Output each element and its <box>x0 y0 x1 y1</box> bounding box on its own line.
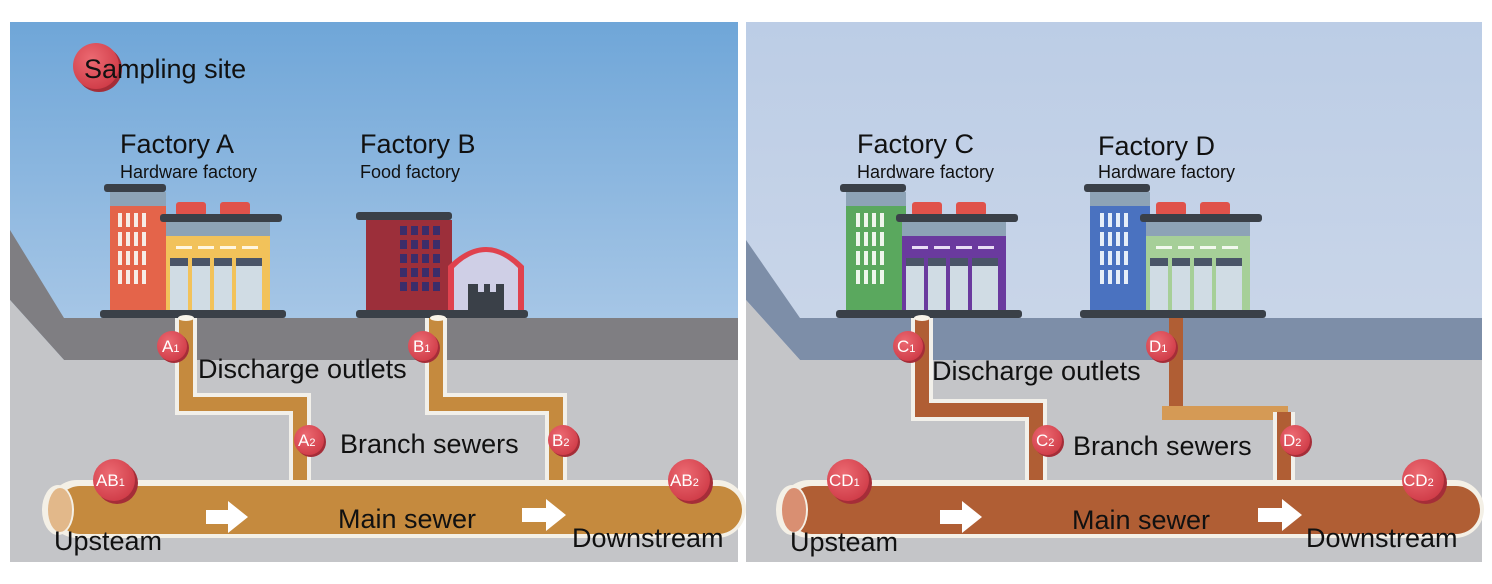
downstream-label-left: Downstream <box>572 523 724 553</box>
flow-arrow-icon <box>1258 499 1302 531</box>
factory-d-building <box>1080 184 1266 318</box>
site-labels: A1 B1 A2 B2 AB1 AB2 C1 D1 C2 D2 CD1 CD2 <box>96 337 1434 490</box>
upstream-label-left: Upsteam <box>54 526 162 556</box>
flow-arrows <box>206 499 1302 533</box>
factory-b-building <box>356 212 528 318</box>
site-label-c1: C1 <box>897 337 915 356</box>
site-label-a2: A2 <box>298 431 315 450</box>
legend-site-marker <box>73 43 119 89</box>
factory-d-type: Hardware factory <box>1098 162 1235 182</box>
factory-a-building <box>100 184 286 318</box>
legend-label: Sampling site <box>84 54 246 84</box>
branch-sewers-label-left: Branch sewers <box>340 429 519 459</box>
site-label-d1: D1 <box>1149 337 1167 356</box>
site-markers <box>73 43 1447 504</box>
discharge-outlets-label-right: Discharge outlets <box>932 356 1141 386</box>
branch-sewers-right <box>911 315 1295 494</box>
factory-a-type: Hardware factory <box>120 162 257 182</box>
site-label-cd2: CD2 <box>1403 471 1434 490</box>
factory-c-building <box>836 184 1022 318</box>
site-label-c2: C2 <box>1036 431 1054 450</box>
discharge-outlets-label-left: Discharge outlets <box>198 354 407 384</box>
site-label-b1: B1 <box>413 337 430 356</box>
site-label-ab2: AB2 <box>670 471 699 490</box>
site-label-a1: A1 <box>162 337 179 356</box>
site-label-d2: D2 <box>1283 431 1301 450</box>
factory-b-name: Factory B <box>360 129 476 159</box>
factory-b-type: Food factory <box>360 162 460 182</box>
main-sewer-label-right: Main sewer <box>1072 505 1210 535</box>
flow-arrow-icon <box>522 499 566 531</box>
flow-arrow-icon <box>206 501 248 533</box>
main-sewer-label-left: Main sewer <box>338 504 476 534</box>
site-label-b2: B2 <box>552 431 569 450</box>
site-label-cd1: CD1 <box>829 471 860 490</box>
upstream-label-right: Upsteam <box>790 527 898 557</box>
downstream-label-right: Downstream <box>1306 523 1458 553</box>
factory-c-name: Factory C <box>857 129 974 159</box>
flow-arrow-icon <box>940 501 982 533</box>
site-label-ab1: AB1 <box>96 471 125 490</box>
factory-c-type: Hardware factory <box>857 162 994 182</box>
branch-sewers-label-right: Branch sewers <box>1073 431 1252 461</box>
factory-d-name: Factory D <box>1098 131 1215 161</box>
factory-a-name: Factory A <box>120 129 234 159</box>
